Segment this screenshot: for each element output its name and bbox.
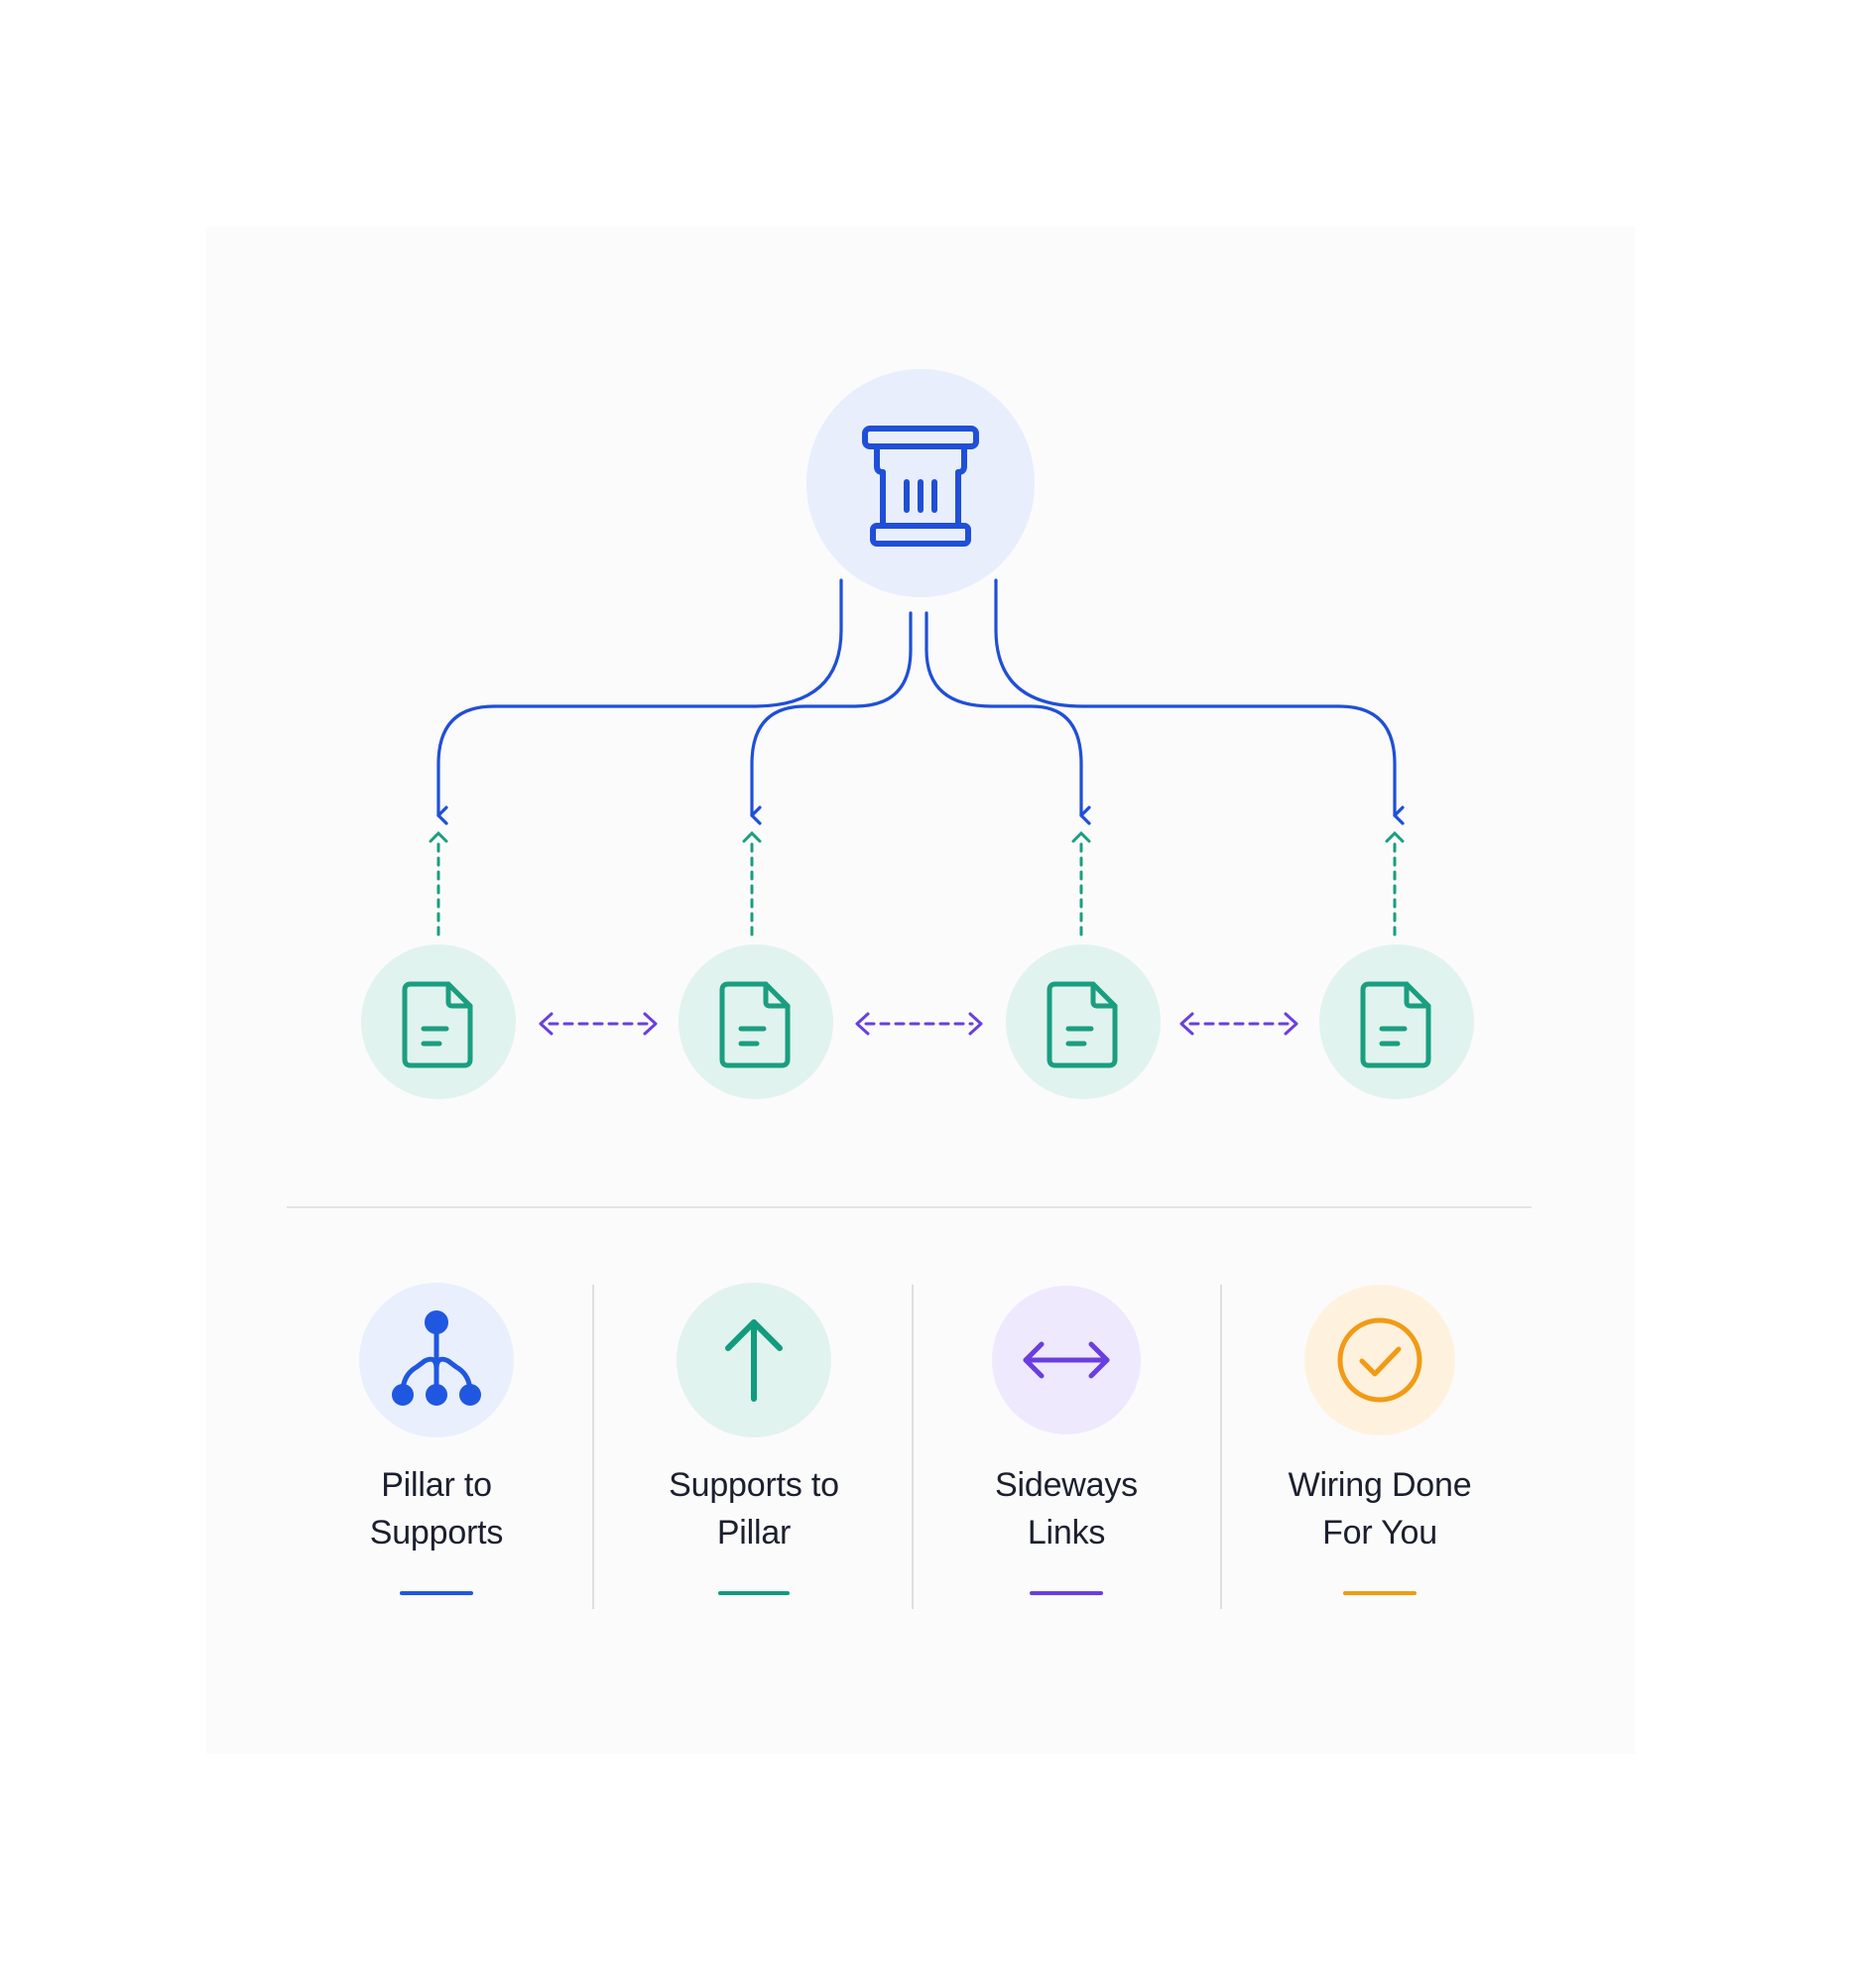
document-icon	[1047, 981, 1118, 1068]
document-icon	[719, 981, 791, 1068]
sideways-link-1	[539, 1012, 658, 1036]
legend-label-line-1: Wiring Done	[1288, 1466, 1472, 1504]
legend-label-line-2: For You	[1322, 1514, 1437, 1552]
pillar-link-1	[436, 578, 843, 825]
sideways-link-3	[1179, 1012, 1298, 1036]
support-nodes	[361, 944, 1474, 1099]
pillar-link-2	[750, 611, 913, 825]
hierarchy-icon	[392, 1310, 481, 1406]
legend-label-wiring-done: Wiring Done For You	[1251, 1461, 1509, 1556]
legend-label-supports-to-pillar: Supports to Pillar	[625, 1461, 883, 1556]
pillar-link-4	[994, 578, 1405, 825]
support-node-2	[678, 944, 833, 1099]
pillar-link-3	[924, 611, 1091, 825]
sideways-link-2	[855, 1012, 983, 1036]
support-up-link-4	[1385, 830, 1405, 936]
legend-item-supports-to-pillar	[677, 1283, 831, 1595]
legend-label-line-2: Links	[1027, 1514, 1106, 1552]
legend-label-line-2: Supports	[369, 1514, 504, 1552]
legend-label-sideways-links: Sideways Links	[937, 1461, 1195, 1556]
legend-item-pillar-to-supports	[359, 1283, 514, 1595]
check-circle-icon	[1337, 1317, 1422, 1403]
legend-label-line-1: Supports to	[669, 1466, 839, 1504]
support-node-3	[1006, 944, 1161, 1099]
legend-label-pillar-to-supports: Pillar to Supports	[308, 1461, 565, 1556]
double-arrow-icon	[1023, 1341, 1110, 1379]
support-up-link-1	[429, 830, 448, 936]
document-icon	[1360, 981, 1431, 1068]
arrow-up-icon	[725, 1319, 783, 1402]
pillar-to-supports-links	[436, 578, 1405, 825]
sideways-links	[539, 1012, 1298, 1036]
legend-label-line-1: Sideways	[995, 1466, 1138, 1504]
document-icon	[402, 981, 473, 1068]
supports-to-pillar-links	[429, 830, 1405, 936]
support-node-4	[1319, 944, 1474, 1099]
legend-separators	[592, 1285, 1222, 1609]
support-up-link-2	[742, 830, 762, 936]
pillar-column-icon	[862, 426, 979, 547]
legend-item-sideways-links	[992, 1286, 1141, 1595]
legend-item-wiring-done	[1304, 1285, 1455, 1595]
support-node-1	[361, 944, 516, 1099]
legend-label-line-2: Pillar	[716, 1514, 792, 1552]
support-up-link-3	[1071, 830, 1091, 936]
pillar-node	[806, 369, 1035, 597]
legend-label-line-1: Pillar to	[381, 1466, 492, 1504]
